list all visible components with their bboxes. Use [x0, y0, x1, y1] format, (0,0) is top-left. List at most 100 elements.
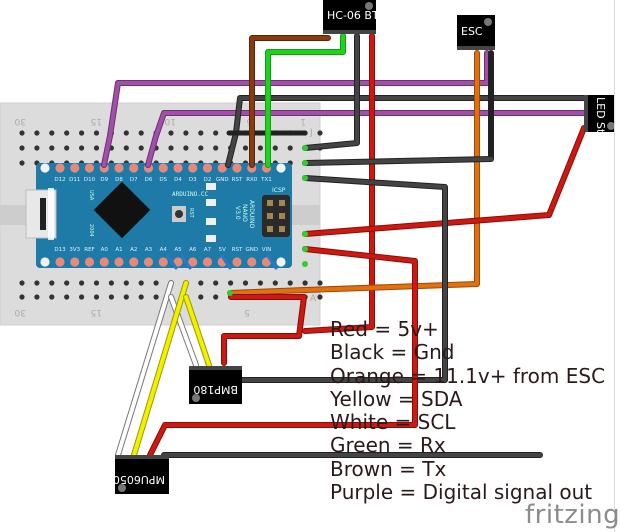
nano-bottom-pin-label: A3: [145, 247, 153, 253]
nano-pin-d5: [158, 163, 168, 173]
silk-version: V3.0: [234, 206, 241, 220]
nano-bottom-pin-label: A7: [204, 247, 212, 253]
icsp-header: [262, 195, 290, 237]
module-hc06[interactable]: HC-06 BT: [323, 0, 379, 34]
mounting-hole: [276, 163, 286, 173]
nano-top-pin-label: D6: [145, 177, 153, 183]
breadboard-hole: [153, 294, 159, 300]
breadboard-hole: [49, 280, 55, 286]
breadboard-hole: [19, 145, 25, 151]
legend-item-green: Green = Rx: [330, 433, 446, 458]
bb-col-label: 15: [91, 307, 102, 317]
breadboard-hole: [64, 280, 70, 286]
nano-top-pin-label: D12: [54, 177, 65, 183]
breadboard-hole: [123, 145, 129, 151]
nano-pin-d12: [55, 163, 65, 173]
breadboard-hole: [108, 280, 114, 286]
breadboard-hole: [93, 294, 100, 300]
led-pwr: [206, 218, 216, 225]
mcu-chip: [93, 181, 151, 239]
nano-top-pin-label: GND: [216, 177, 229, 183]
nano-top-pin-label: D3: [189, 177, 197, 183]
legend-item-red: Red = 5v+: [330, 317, 439, 341]
bb-col-label: 30: [14, 116, 26, 126]
breadboard-hole: [64, 130, 70, 136]
info-icon: [118, 484, 126, 492]
nano-pin-a5: [173, 257, 183, 267]
nano-pin-a1: [114, 257, 124, 267]
nano-pin-rst: [232, 257, 242, 267]
nano-bottom-pin-label: A1: [115, 247, 122, 253]
nano-top-pin-label: D11: [69, 177, 80, 183]
legend-item-black: Black = Gnd: [330, 340, 455, 365]
silk-year: 2004: [88, 224, 94, 237]
legend-item-brown: Brown = Tx: [330, 456, 447, 481]
fritzing-watermark: fritzing: [525, 500, 620, 530]
nano-bottom-pin-label: 5V: [219, 247, 226, 253]
module-mpu6050[interactable]: MPU6050: [113, 455, 169, 494]
bb-row-label: J: [309, 128, 313, 138]
nano-pin-3v3: [70, 257, 80, 267]
breadboard-hole: [123, 294, 129, 300]
nano-bottom-pin-label: A4: [160, 247, 168, 253]
breadboard-hole: [64, 145, 70, 151]
module-label-esc: ESC: [461, 25, 483, 38]
breadboard-hole: [138, 145, 144, 151]
breadboard-hole: [272, 145, 278, 151]
nano-top-pin-label: TX1: [260, 177, 272, 183]
nano-pin-a2: [129, 257, 139, 267]
led-tx: [206, 183, 216, 190]
breadboard-hole: [19, 280, 25, 286]
breadboard-hole: [302, 280, 308, 286]
breadboard-hole: [123, 130, 129, 136]
breadboard-hole: [34, 294, 40, 300]
nano-top-pin-label: RST: [232, 177, 243, 183]
breadboard-hole: [272, 280, 278, 286]
breadboard-hole: [317, 294, 323, 300]
breadboard-hole: [213, 280, 219, 286]
breadboard-hole: [138, 280, 144, 286]
nano-pin-d13: [55, 257, 65, 267]
nano-pin-d3: [188, 163, 198, 173]
breadboard-hole: [183, 145, 189, 151]
nano-top-pin-label: D2: [204, 177, 212, 183]
breadboard-hole: [242, 145, 249, 151]
module-label-bmp180: BMP180: [193, 383, 238, 396]
nano-bottom-pin-label: A0: [101, 247, 109, 253]
nano-pin-gnd: [217, 163, 227, 173]
nano-pin-rst: [232, 163, 242, 173]
breadboard-hole: [257, 280, 263, 286]
silk-arduino-cc: ARDUINO.CC: [172, 191, 209, 198]
breadboard-hole: [287, 145, 293, 151]
nano-bottom-pin-label: VIN: [262, 247, 272, 253]
mounting-hole: [276, 257, 286, 267]
module-label-hc06: HC-06 BT: [327, 9, 379, 22]
module-bmp180[interactable]: BMP180: [189, 366, 242, 404]
breadboard-hole: [49, 145, 55, 151]
breadboard-hole: [79, 280, 85, 286]
nano-pin-a0: [99, 257, 109, 267]
led-rx: [206, 199, 216, 206]
wire-endpoints: [227, 145, 308, 296]
breadboard-hole: [198, 145, 204, 151]
nano-pin-d2: [202, 163, 213, 173]
jumper-blue: [180, 254, 192, 270]
info-icon: [484, 18, 492, 26]
nano-top-pin-label: D10: [84, 177, 96, 183]
nano-top-pin-label: D8: [115, 177, 123, 183]
breadboard-hole: [168, 145, 174, 151]
nano-pin-a7: [202, 257, 213, 267]
breadboard-hole: [198, 294, 204, 300]
legend-item-yellow: Yellow = SDA: [330, 386, 463, 411]
breadboard-hole: [287, 280, 293, 286]
nano-top-pin-label: D5: [159, 177, 167, 183]
breadboard-hole: [213, 294, 219, 300]
breadboard-hole: [168, 130, 174, 136]
legend-item-white: White = SCL: [330, 410, 456, 435]
module-esc[interactable]: ESC: [457, 15, 495, 50]
breadboard-hole: [138, 294, 144, 300]
canvas-edge: [614, 0, 620, 532]
breadboard-hole: [242, 280, 249, 286]
